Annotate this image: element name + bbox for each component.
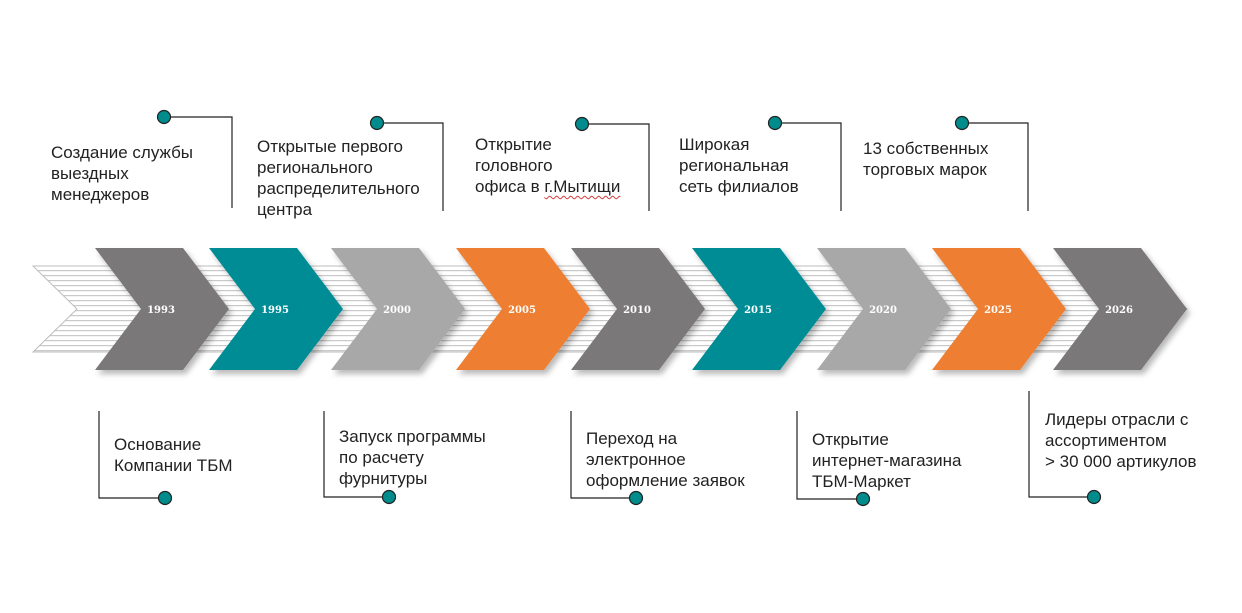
connector-bottom-3 [570,411,644,506]
chevron-shape [571,248,705,370]
chevron-shape [456,248,590,370]
chevron-2005: 2005 [456,248,590,370]
milestone-dot [855,491,871,507]
milestone-note-top-5: 13 собственных торговых марок [863,139,989,179]
milestone-note-top-3-text: Открытие головного офиса в [475,135,553,196]
milestone-note-top-1: Создание службы выездных менеджеров [51,143,194,204]
milestone-note-top-2: Открытые первого регионального распредел… [257,137,420,219]
milestone-dot [381,489,397,505]
chevron-2026: 2026 [1053,248,1187,370]
milestone-note-bottom-4: Открытие интернет-магазина ТБМ-Маркет [812,430,962,491]
connector-bottom-1 [98,411,173,506]
chevron-1993: 1993 [95,248,229,370]
chevron-shape [1053,248,1187,370]
connector-top-4 [767,115,842,211]
connector-top-5 [954,115,1029,211]
connector-line [98,411,165,499]
connector-bottom-4 [796,411,871,507]
year-label: 2000 [383,305,411,316]
milestone-dot [156,109,172,125]
milestone-dot [954,115,970,131]
chevron-shape [932,248,1066,370]
chevron-shape [692,248,826,370]
chevron-2015: 2015 [692,248,826,370]
connector-line [323,411,389,498]
connector-top-2 [369,115,444,211]
milestone-dot [1086,489,1102,505]
connector-line [962,122,1029,211]
chevron-2000: 2000 [331,248,465,370]
year-label: 2015 [744,305,772,316]
milestone-dot [767,115,783,131]
milestone-note-bottom-2: Запуск программы по расчету фурнитуры [339,427,486,488]
connector-line [582,123,650,211]
connector-bottom-2 [323,411,397,505]
connector-line [1028,391,1094,498]
chevron-shape [817,248,951,370]
connector-bottom-5 [1028,391,1102,505]
connector-line [775,122,842,211]
milestone-note-bottom-1: Основание Компании ТБМ [114,435,233,475]
year-label: 1993 [147,305,175,316]
timeline-chevrons: 1993 1995 2000 2005 2010 2015 2020 2025 2026 [95,248,1187,370]
chevron-2020: 2020 [817,248,951,370]
connector-line [164,116,233,208]
milestone-dot [628,490,644,506]
year-label: 2005 [508,305,536,316]
connector-top-1 [156,109,233,208]
milestone-note-bottom-5: Лидеры отрасли с ассортиментом > 30 000 … [1045,410,1197,471]
milestone-dot [157,490,173,506]
connector-line [377,122,444,211]
year-label: 2020 [869,305,897,316]
year-label: 2010 [623,305,651,316]
spellcheck-marked-word: г.Мытищи [544,177,621,196]
milestone-dot [574,116,590,132]
connector-line [796,411,863,500]
timeline-connectors [98,109,1102,507]
year-label: 2025 [984,305,1012,316]
chevron-shape [331,248,465,370]
connector-top-3 [574,116,650,211]
milestone-note-bottom-3: Переход на электронное оформление заявок [586,429,745,490]
year-label: 2026 [1105,305,1133,316]
chevron-1995: 1995 [209,248,343,370]
connector-line [570,411,636,499]
chevron-2010: 2010 [571,248,705,370]
milestone-note-top-3: Открытие головного офиса в г.Мытищи [475,134,620,197]
year-label: 1995 [261,305,289,316]
chevron-shape [95,248,229,370]
milestone-dot [369,115,385,131]
chevron-2025: 2025 [932,248,1066,370]
milestone-note-top-4: Широкая региональная сеть филиалов [679,135,799,196]
chevron-shape [209,248,343,370]
